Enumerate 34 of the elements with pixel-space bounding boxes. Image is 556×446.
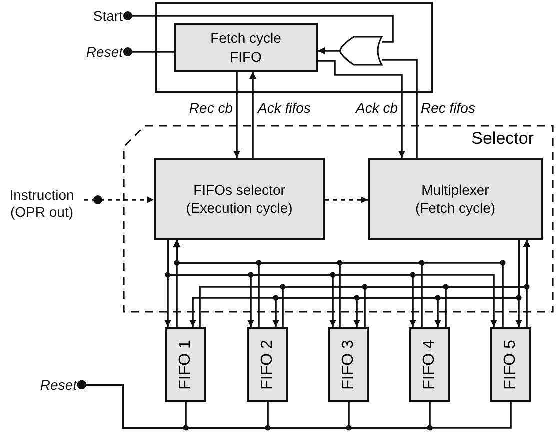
dotted-arrow <box>84 196 154 204</box>
region-label: Selector <box>472 129 534 149</box>
arrow <box>524 240 530 327</box>
fifo-box <box>409 327 450 402</box>
arrow <box>318 60 406 158</box>
signal-label: Instruction (OPR out) <box>0 183 84 225</box>
signal-label: Reset <box>63 43 123 61</box>
arrow <box>234 72 240 158</box>
fifo-box <box>490 327 531 402</box>
box-label: FIFO 1 <box>176 340 194 390</box>
box-label: FIFO 3 <box>340 340 358 390</box>
process-box <box>368 158 543 240</box>
edge-label: Rec cb <box>189 101 233 116</box>
fifo-box <box>165 327 206 402</box>
edge-label: Rec fifos <box>421 101 476 116</box>
box-label: FIFO 5 <box>502 340 520 390</box>
connector-line <box>382 59 418 158</box>
edge-label: Ack cb <box>356 101 398 116</box>
fifo-box <box>247 327 288 402</box>
signal-label: Reset <box>17 376 77 394</box>
box-label: FIFO 2 <box>258 340 276 390</box>
process-box <box>154 158 325 240</box>
box-label: FIFO 4 <box>420 340 438 390</box>
box-label: Multiplexer (Fetch cycle) <box>414 180 497 218</box>
signal-label: Start <box>73 7 123 25</box>
arrow <box>318 48 340 54</box>
box-label: FIFOs selector (Execution cycle) <box>185 180 294 218</box>
process-box <box>174 23 318 72</box>
dotted-arrow <box>325 196 368 204</box>
edge-label: Ack fifos <box>258 101 311 116</box>
box-label: Fetch cycle FIFO <box>210 29 282 66</box>
arrow <box>250 72 256 158</box>
enclosure-box <box>155 2 433 93</box>
fifo-box <box>328 327 369 402</box>
